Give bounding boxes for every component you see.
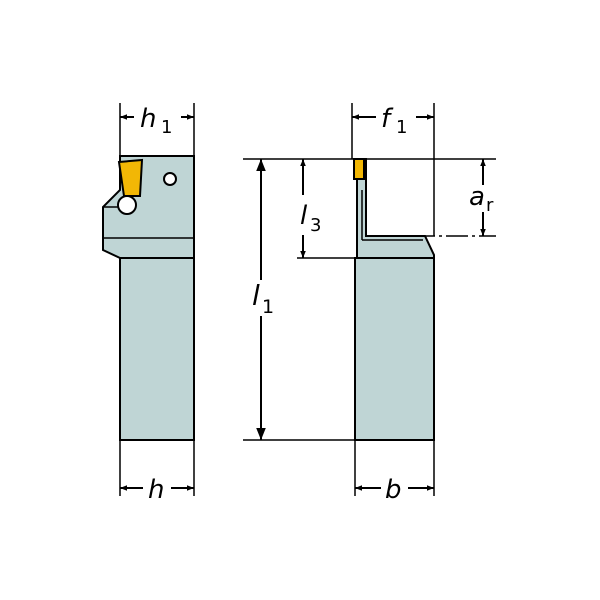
ar-label: a (469, 182, 485, 212)
b-label: b (385, 475, 402, 505)
ar-dimension: a r (367, 158, 496, 237)
l3-subscript: 3 (310, 215, 321, 236)
l3-dimension: l 3 (297, 159, 355, 259)
h1-dimension: h 1 (119, 103, 195, 156)
side-view-insert (353, 158, 365, 180)
ar-subscript: r (486, 195, 494, 216)
f1-subscript: 1 (396, 117, 407, 138)
mounting-hole (163, 172, 177, 186)
h-dimension: h (119, 440, 195, 505)
front-view-body (102, 155, 195, 441)
l1-subscript: 1 (262, 296, 274, 318)
clamp-screw-circle (117, 195, 137, 215)
side-view-body (354, 158, 435, 441)
h-label: h (148, 475, 164, 505)
l1-dimension: l 1 (243, 158, 357, 441)
l1-label: l (252, 279, 260, 312)
b-dimension: b (354, 440, 435, 505)
h1-label: h (140, 104, 156, 134)
h1-subscript: 1 (161, 117, 172, 138)
front-view (102, 155, 195, 441)
front-view-insert (117, 158, 144, 197)
l3-label: l (300, 201, 308, 231)
side-view (353, 158, 435, 441)
f1-label: f (381, 104, 394, 134)
